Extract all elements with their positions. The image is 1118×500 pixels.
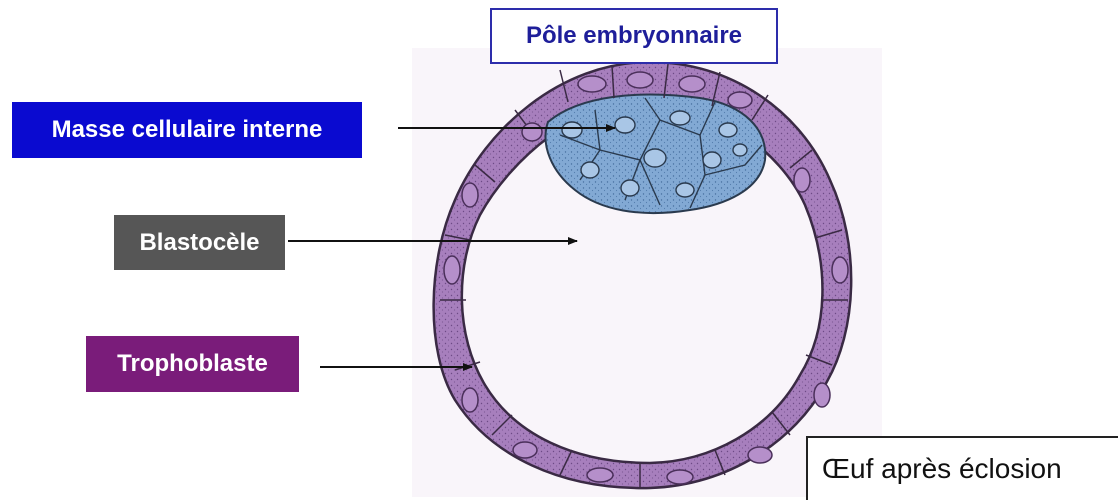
label-blastocele: Blastocèle <box>114 215 285 270</box>
caption-oeuf-apres-eclosion: Œuf après éclosion <box>806 436 1118 500</box>
label-masse-cellulaire-interne: Masse cellulaire interne <box>12 102 362 158</box>
label-pole-embryonnaire: Pôle embryonnaire <box>490 8 778 64</box>
label-trophoblaste: Trophoblaste <box>86 336 299 392</box>
